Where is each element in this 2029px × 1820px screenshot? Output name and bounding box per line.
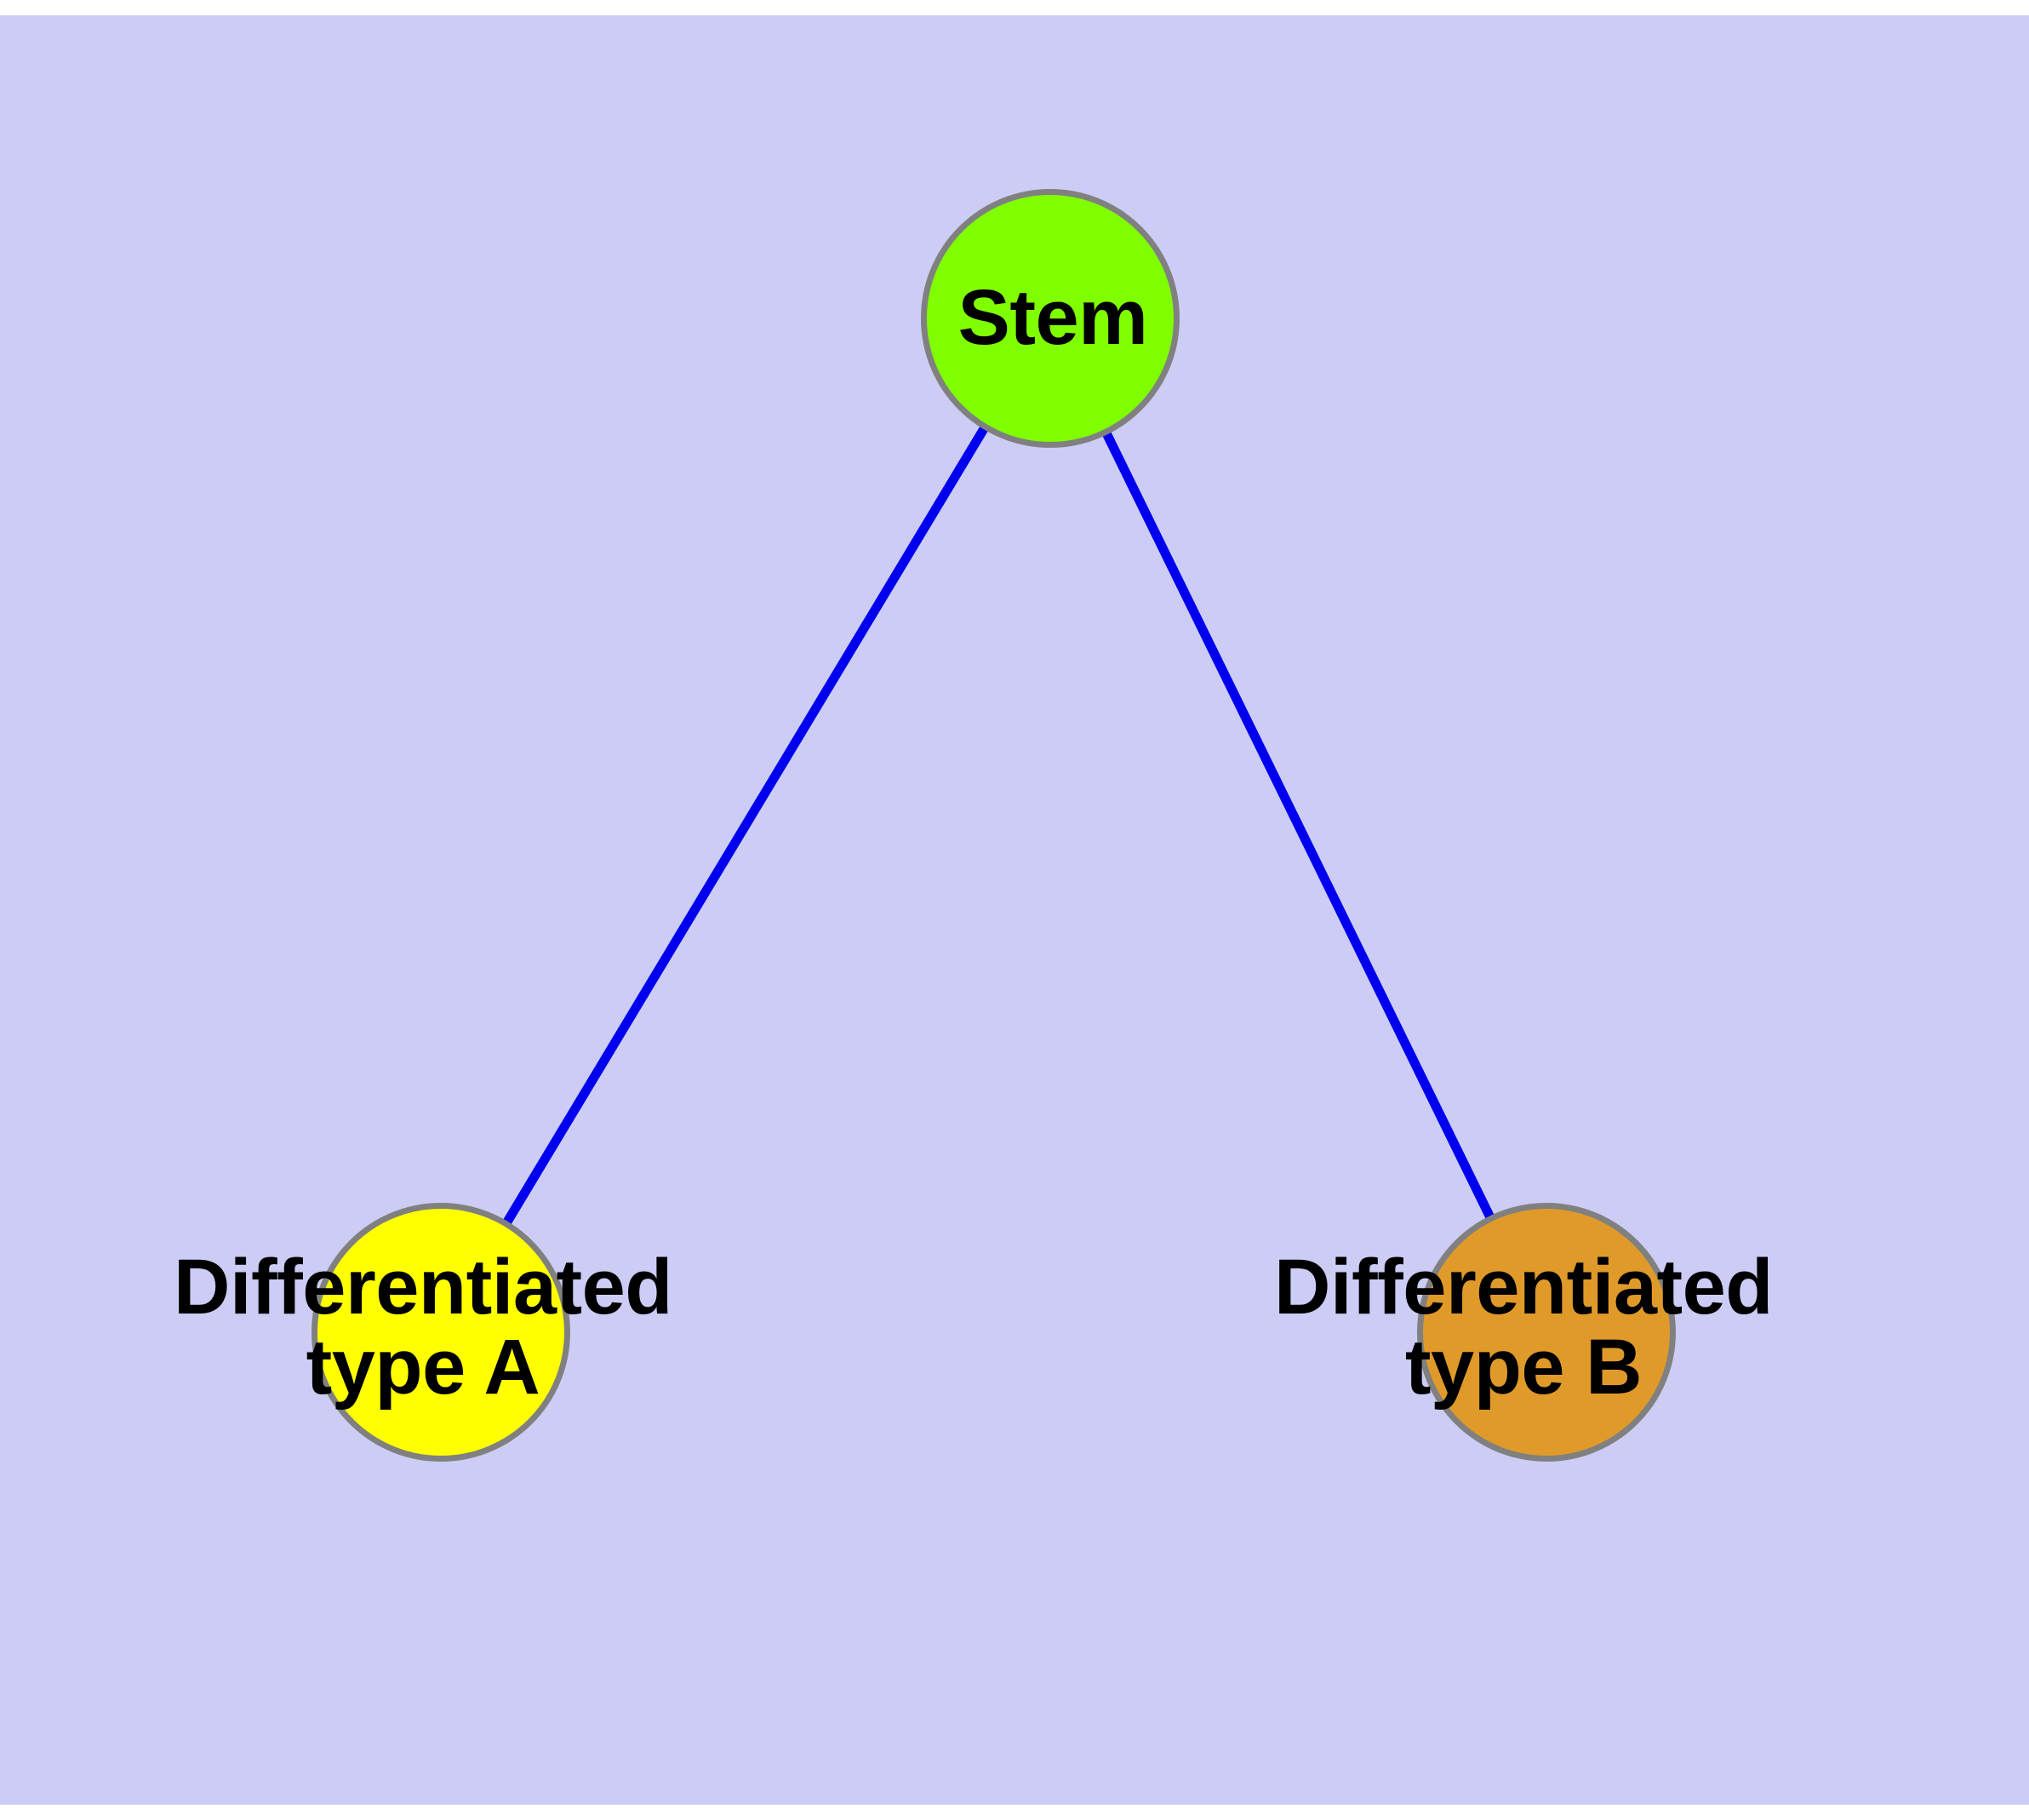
node-stem[interactable] bbox=[921, 189, 1180, 448]
node-differentiated-type-a[interactable] bbox=[311, 1203, 570, 1462]
node-differentiated-type-b[interactable] bbox=[1417, 1203, 1676, 1462]
edge-stem-to-differentiated-type-a bbox=[501, 424, 990, 1227]
node-layer bbox=[311, 189, 1676, 1462]
edge-layer bbox=[501, 424, 1495, 1227]
edge-stem-to-differentiated-type-b bbox=[1101, 429, 1495, 1222]
